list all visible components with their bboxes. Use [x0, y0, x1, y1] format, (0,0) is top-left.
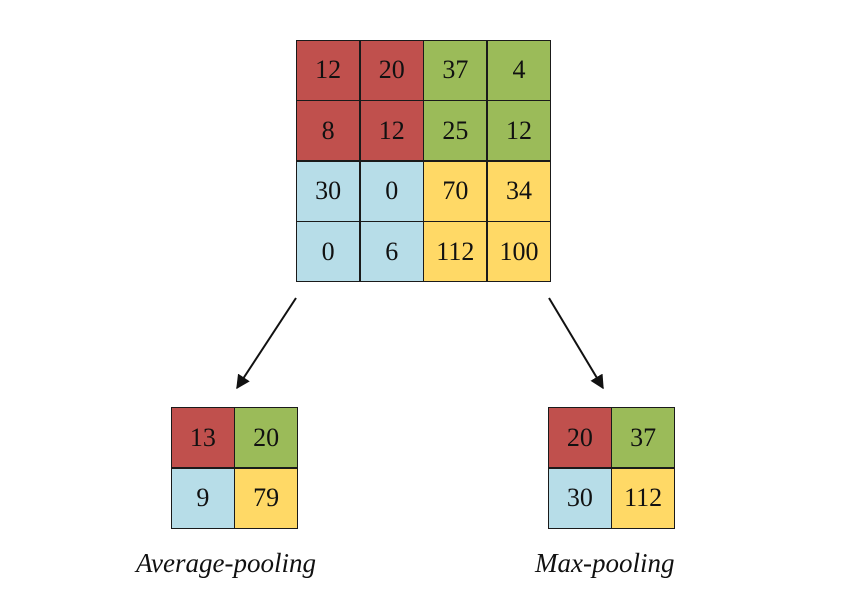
matrix-cell: 20	[360, 41, 423, 100]
matrix-cell: 37	[612, 408, 674, 468]
matrix-cell: 9	[172, 468, 234, 528]
matrix-cell: 30	[549, 468, 611, 528]
average-pooling-label: Average-pooling	[136, 548, 316, 578]
matrix-cell: 34	[487, 161, 550, 221]
max-pooling-label: Max-pooling	[535, 548, 675, 578]
matrix-cell: 4	[487, 41, 550, 100]
matrix-cell: 112	[612, 468, 674, 528]
matrix-cell: 79	[235, 468, 297, 528]
matrix-cell: 112	[424, 222, 487, 281]
arrow-to-average-pooling	[236, 297, 297, 390]
arrow-to-max-pooling	[548, 297, 604, 390]
matrix-cell: 6	[360, 222, 423, 281]
matrix-cell: 30	[297, 161, 360, 221]
matrix-cell: 25	[424, 101, 487, 161]
matrix-cell: 20	[235, 408, 297, 468]
matrix-cell: 70	[424, 161, 487, 221]
matrix-cell: 8	[297, 101, 360, 161]
matrix-cell: 20	[549, 408, 611, 468]
matrix-cell: 12	[297, 41, 360, 100]
matrix-cell: 0	[360, 161, 423, 221]
matrix-cell: 12	[360, 101, 423, 161]
matrix-cell: 100	[487, 222, 550, 281]
matrix-cell: 37	[424, 41, 487, 100]
matrix-cell: 0	[297, 222, 360, 281]
matrix-cell: 12	[487, 101, 550, 161]
matrix-cell: 13	[172, 408, 234, 468]
